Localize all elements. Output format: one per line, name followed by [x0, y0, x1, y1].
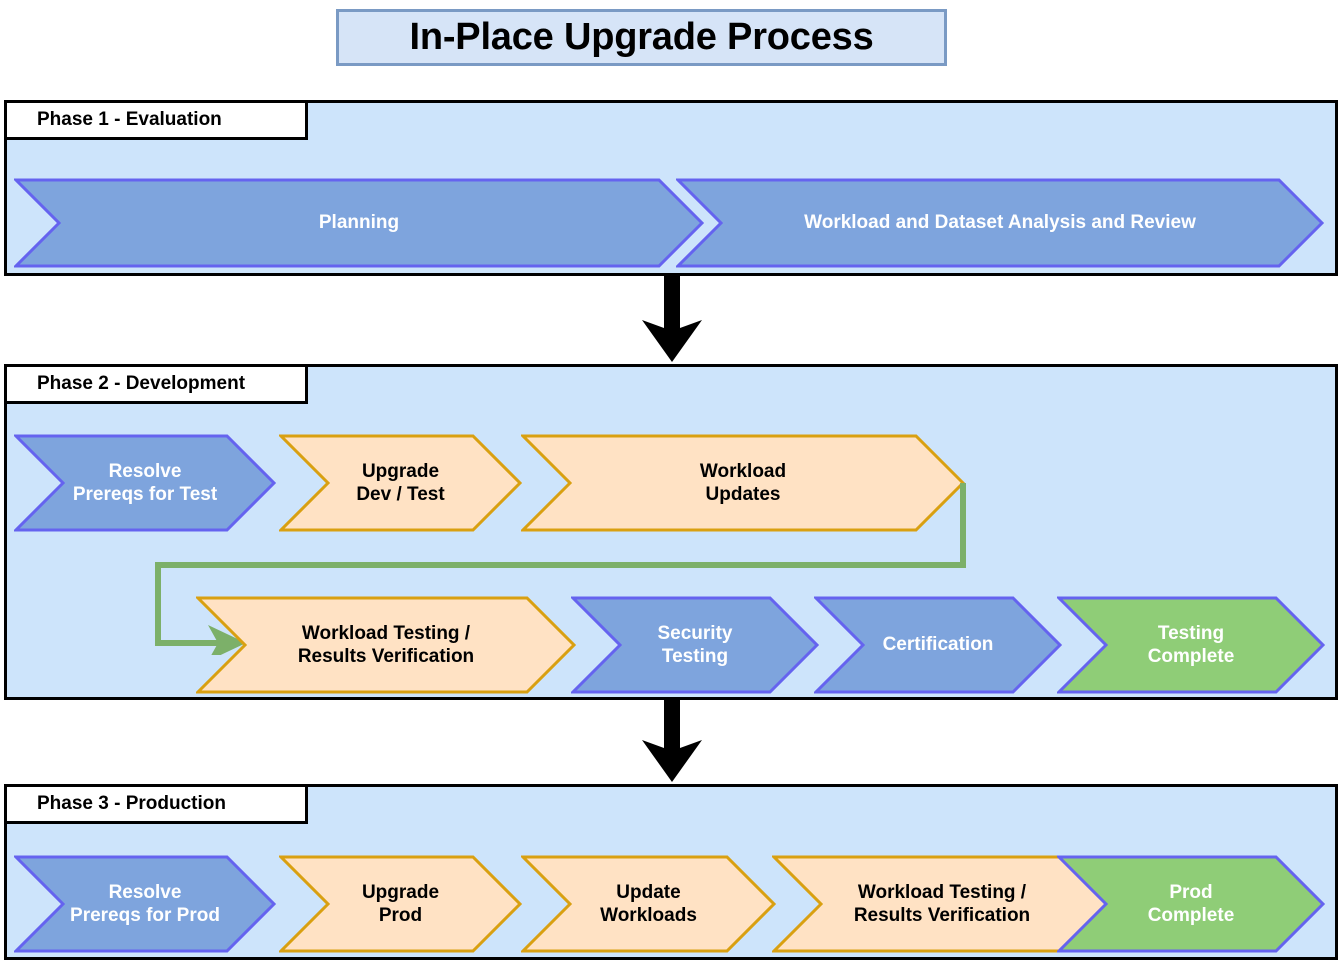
chevron-shape [196, 596, 576, 694]
chevron-shape [14, 178, 704, 268]
step-planning[interactable]: Planning [14, 178, 704, 268]
phase2-to-phase3-arrow [642, 700, 702, 782]
step-prod-complete[interactable]: Prod Complete [1057, 855, 1325, 953]
phase-label-2-text: Phase 2 - Development [37, 373, 246, 394]
chevron-shape [521, 855, 776, 953]
step-workload-dataset-analysis[interactable]: Workload and Dataset Analysis and Review [676, 178, 1324, 268]
phase-label-1: Phase 1 - Evaluation [4, 100, 308, 140]
chevron-shape [676, 178, 1324, 268]
phase-label-2: Phase 2 - Development [4, 364, 308, 404]
step-resolve-prereqs-for-prod[interactable]: Resolve Prereqs for Prod [14, 855, 276, 953]
chevron-shape [1057, 596, 1325, 694]
step-testing-complete[interactable]: Testing Complete [1057, 596, 1325, 694]
chevron-shape [14, 855, 276, 953]
phase-label-3: Phase 3 - Production [4, 784, 308, 824]
step-workload-testing-results-verification-dev[interactable]: Workload Testing / Results Verification [196, 596, 576, 694]
workload-updates-to-workload-testing-connector [155, 483, 966, 655]
step-certification[interactable]: Certification [814, 596, 1062, 694]
chevron-shape [814, 596, 1062, 694]
chevron-shape [279, 434, 522, 532]
step-update-workloads[interactable]: Update Workloads [521, 855, 776, 953]
phase-label-1-text: Phase 1 - Evaluation [37, 109, 222, 130]
chevron-shape [1057, 855, 1325, 953]
chevron-shape [571, 596, 819, 694]
step-security-testing[interactable]: Security Testing [571, 596, 819, 694]
step-upgrade-prod[interactable]: Upgrade Prod [279, 855, 522, 953]
chevron-shape [14, 434, 276, 532]
phase1-to-phase2-arrow [642, 276, 702, 362]
chevron-shape [521, 434, 965, 532]
phase-label-3-text: Phase 3 - Production [37, 793, 226, 814]
diagram-title: In-Place Upgrade Process [336, 9, 947, 66]
chevron-shape [279, 855, 522, 953]
page-title: In-Place Upgrade Process [409, 16, 874, 58]
